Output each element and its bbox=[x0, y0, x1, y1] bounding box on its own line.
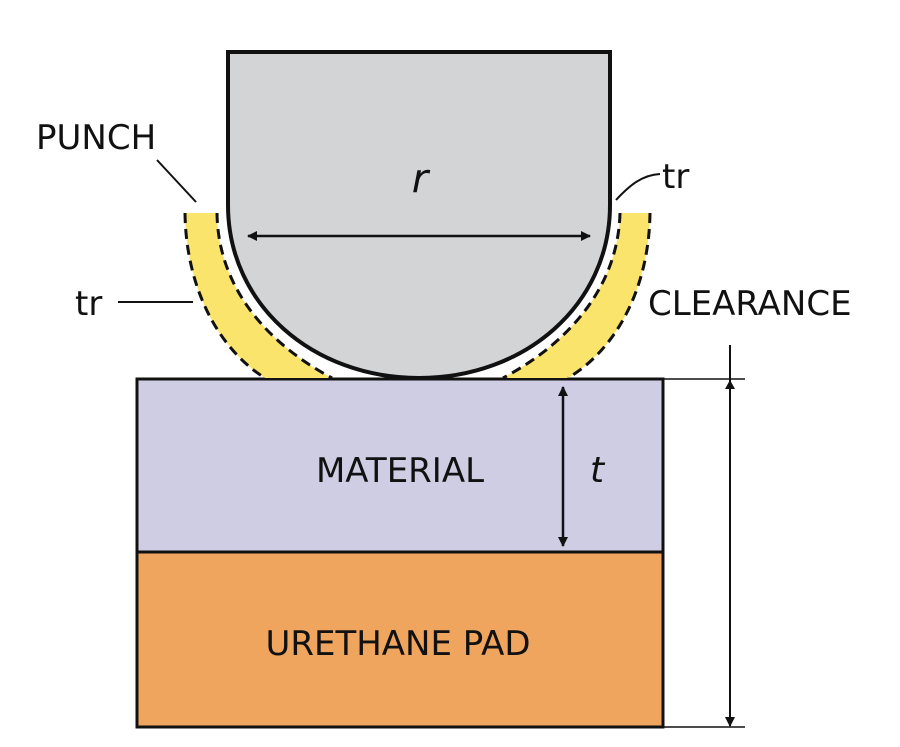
tr-left-label: tr bbox=[75, 284, 102, 324]
clearance-band-right bbox=[503, 213, 650, 378]
clearance-label: CLEARANCE bbox=[648, 284, 852, 324]
t-label: t bbox=[590, 450, 606, 491]
urethane-pad-label: URETHANE PAD bbox=[265, 624, 530, 664]
material-block bbox=[135, 377, 665, 554]
material-label: MATERIAL bbox=[316, 451, 484, 491]
urethane-pad bbox=[135, 550, 665, 729]
punch-body bbox=[226, 50, 612, 381]
clearance-dash-right-outer bbox=[567, 212, 652, 380]
tr-right-leader bbox=[615, 173, 661, 201]
r-label: r bbox=[412, 156, 431, 202]
clearance-dash-left-inner bbox=[215, 212, 333, 380]
total-height-top-arrowhead bbox=[725, 380, 735, 389]
clearance-dash-left-outer bbox=[183, 212, 266, 380]
punch-label: PUNCH bbox=[36, 118, 156, 158]
punch-leader bbox=[156, 159, 197, 203]
tr-right-label: tr bbox=[662, 157, 689, 197]
